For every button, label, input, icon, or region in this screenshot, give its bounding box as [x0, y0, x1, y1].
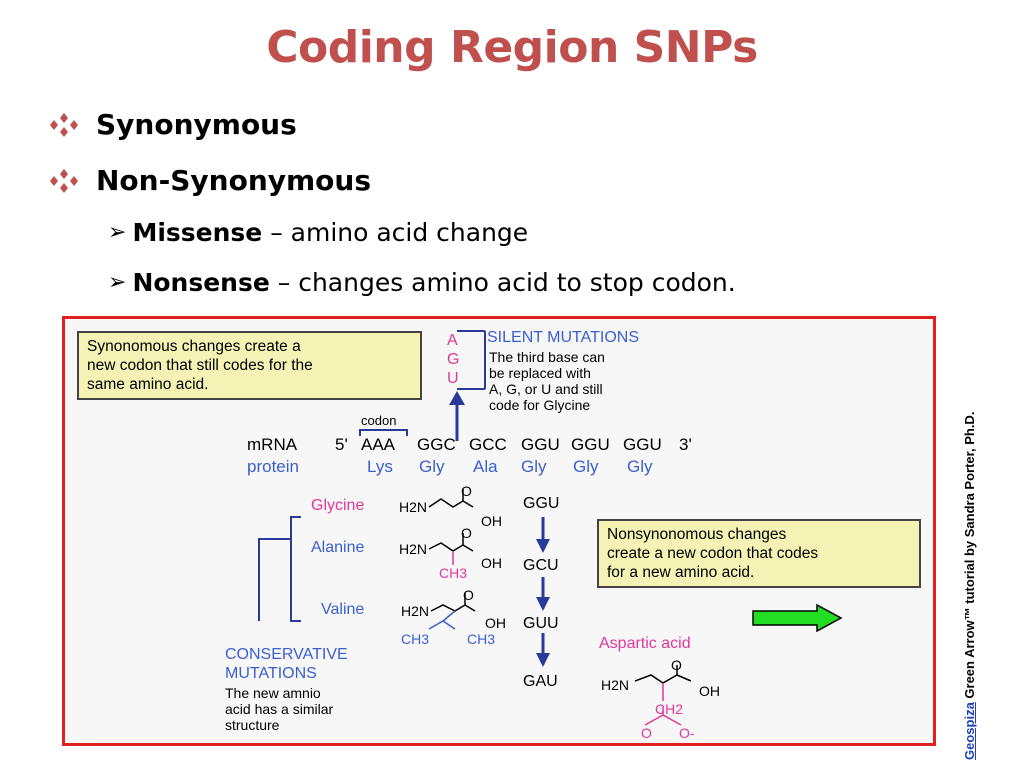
bullet-synonymous: Synonymous [48, 108, 297, 141]
arrow-bullet-icon: ➢ [108, 270, 127, 295]
valine-bonds [428, 593, 476, 630]
aspartic-bonds [634, 665, 692, 726]
glycine-label: Glycine [311, 497, 365, 514]
sub-bullet-missense: ➢ Missense – amino acid change [108, 218, 528, 247]
sub-bullet-nonsense: ➢ Nonsense – changes amino acid to stop … [108, 268, 736, 297]
sub-bullet-text: – changes amino acid to stop codon. [269, 268, 736, 297]
sub-bullet-term: Missense [132, 218, 263, 247]
bullet-non-synonymous: Non-Synonymous [48, 164, 371, 197]
bullet-text: Non-Synonymous [96, 164, 372, 197]
sub-bullet-text: – amino acid change [262, 218, 529, 247]
three-prime: 3' [679, 435, 692, 454]
codon-guu: GUU [523, 615, 559, 632]
glycine-bonds [428, 489, 474, 508]
five-prime: 5' [335, 435, 348, 454]
conservative-description: The new amnio acid has a similar structu… [225, 685, 334, 733]
amino-3: Ala [473, 457, 498, 476]
codon-label: codon [361, 413, 397, 428]
silent-letters: A G U [447, 332, 460, 387]
image-credit: Geospiza Green Arrow™ tutorial by Sandra… [962, 290, 977, 760]
glycine-structure: H2N O OH [399, 483, 502, 529]
diamond-bullet-icon [50, 168, 78, 193]
sub-bullet-term: Nonsense [132, 268, 270, 297]
amino-5: Gly [573, 457, 599, 476]
silent-title: SILENT MUTATIONS [487, 329, 640, 346]
silent-description: The third base can be replaced with A, G… [489, 349, 605, 413]
silent-bracket-arrow [457, 330, 486, 390]
geospiza-link[interactable]: Geospiza [962, 702, 977, 760]
amino-4: Gly [521, 457, 547, 476]
conservative-title: CONSERVATIVE MUTATIONS [225, 646, 348, 682]
bullet-text: Synonymous [96, 108, 297, 141]
green-arrow-icon [752, 603, 843, 633]
codon-1: AAA [361, 435, 396, 454]
alanine-bonds [428, 533, 474, 565]
snp-diagram: Synonomous changes create a new codon th… [62, 316, 936, 746]
alanine-structure: H2N O OH CH3 [399, 525, 502, 581]
codon-ggu: GGU [523, 495, 560, 512]
amino-2: Gly [419, 457, 445, 476]
aspartic-structure: H2N O OH CH2 O O- [601, 657, 720, 741]
codon-3: GCC [469, 435, 507, 454]
aspartic-label: Aspartic acid [599, 635, 691, 652]
mrna-label: mRNA [247, 435, 298, 454]
diamond-bullet-icon [50, 112, 78, 137]
credit-text: Green Arrow™ tutorial by Sandra Porter, … [962, 411, 977, 703]
codon-4: GGU [521, 435, 560, 454]
valine-label: Valine [321, 601, 365, 618]
valine-structure: H2N O OH CH3 CH3 [401, 587, 506, 647]
conservative-bracket [258, 516, 301, 622]
codon-2: GGC [417, 435, 456, 454]
nonsynonymous-note: Nonsynonomous changes create a new codon… [597, 519, 921, 588]
amino-6: Gly [627, 457, 653, 476]
synonymous-note: Synonomous changes create a new codon th… [77, 331, 422, 400]
codon-6: GGU [623, 435, 662, 454]
up-arrow-icon [449, 391, 465, 441]
arrow-bullet-icon: ➢ [108, 220, 127, 245]
slide-title: Coding Region SNPs [266, 22, 758, 73]
down-arrows [536, 517, 550, 667]
protein-label: protein [247, 457, 299, 476]
alanine-label: Alanine [311, 539, 365, 556]
codon-bracket [359, 429, 408, 436]
codon-5: GGU [571, 435, 610, 454]
codon-gau: GAU [523, 673, 558, 690]
codon-gcu: GCU [523, 557, 559, 574]
amino-1: Lys [367, 457, 393, 476]
